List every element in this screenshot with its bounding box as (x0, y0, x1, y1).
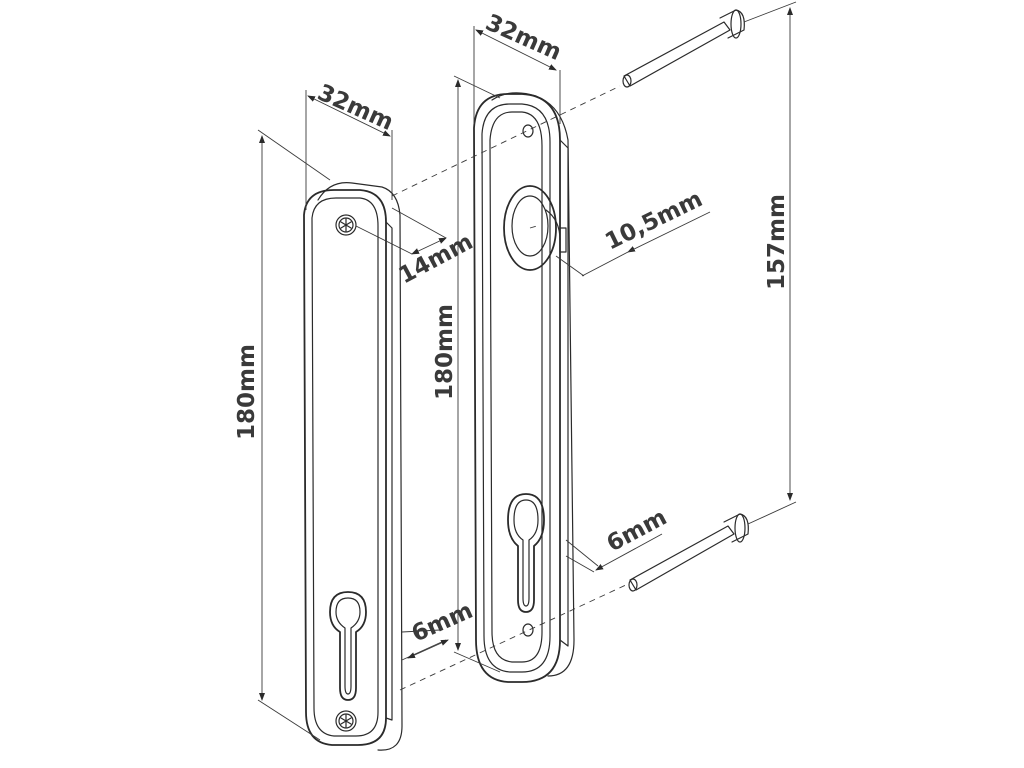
left-keyhole-offset-label: 6mm (408, 598, 477, 648)
right-plate-width-label: 32mm (482, 10, 566, 66)
left-plate-width-label: 32mm (314, 80, 398, 136)
dimension-handle-hole: 10,5mm (555, 186, 711, 277)
handle-hole-icon (503, 185, 567, 271)
dimension-left-offset: 14mm (355, 207, 478, 289)
dimension-bolt-spacing: 157mm (743, 1, 797, 525)
left-offset-label: 14mm (395, 229, 478, 289)
right-keyhole-offset-label: 6mm (603, 504, 672, 557)
dimension-right-height: 180mm (432, 75, 501, 673)
screw-icon (335, 214, 357, 236)
bolt-bottom (628, 513, 749, 592)
alignment-lines (391, 85, 629, 691)
keyhole-icon (507, 493, 545, 613)
dimension-right-keyhole-offset: 6mm (565, 504, 672, 573)
dimension-left-height: 180mm (234, 129, 331, 741)
bolt-spacing-label: 157mm (764, 194, 790, 290)
screw-icon (335, 710, 357, 732)
handle-hole-label: 10,5mm (601, 186, 706, 255)
left-plate (303, 182, 403, 751)
left-plate-height-label: 180mm (234, 344, 260, 440)
keyhole-icon (329, 591, 367, 701)
right-plate-height-label: 180mm (432, 304, 458, 400)
bolt-top (622, 9, 745, 88)
right-plate (473, 92, 575, 683)
dimension-left-keyhole-offset: 6mm (401, 598, 477, 661)
